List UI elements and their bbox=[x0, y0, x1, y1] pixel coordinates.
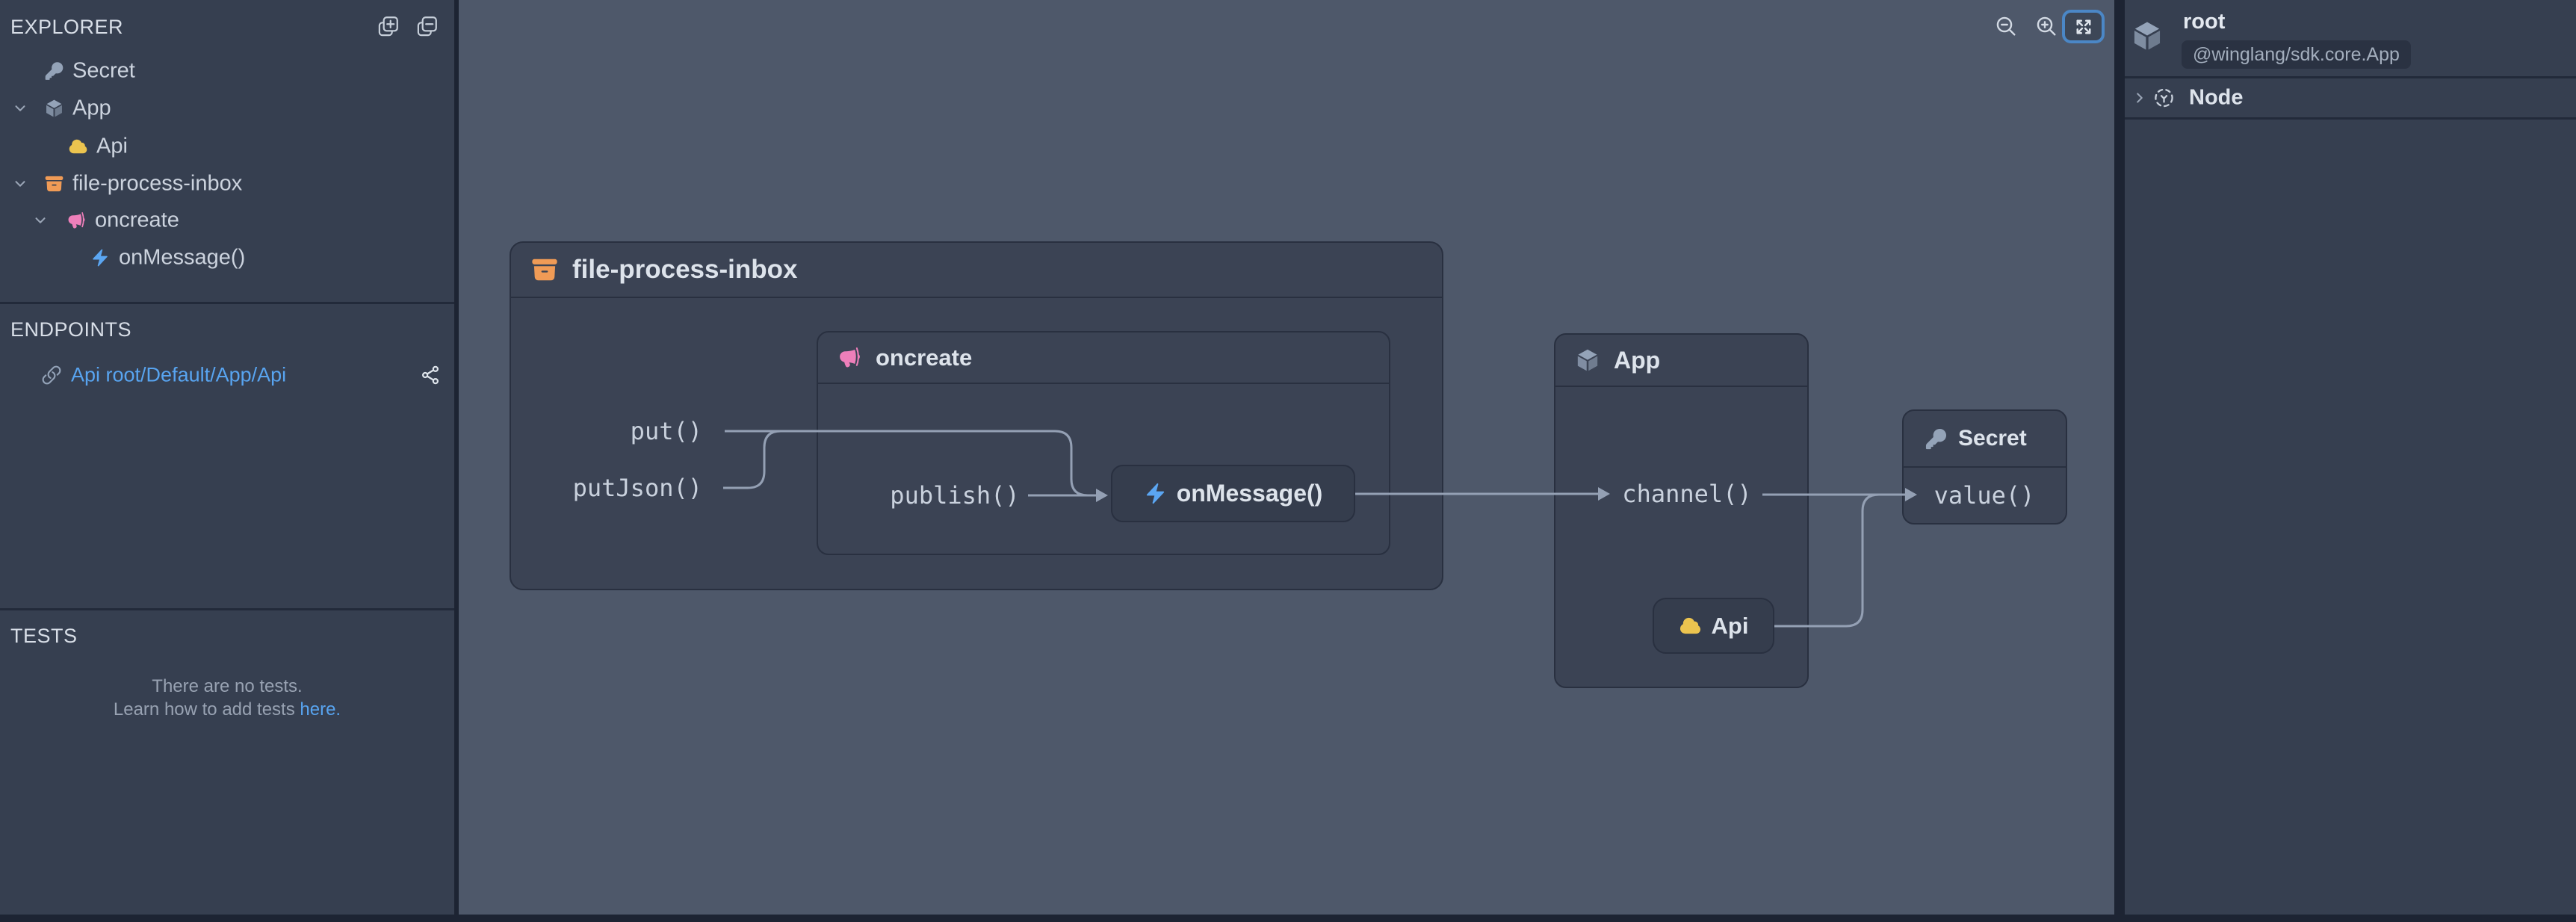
zoom-in-icon bbox=[2034, 14, 2058, 38]
bottom-edge-bar bbox=[0, 915, 2576, 922]
tests-learn-line: Learn how to add tests here. bbox=[113, 699, 341, 720]
fit-screen-button[interactable] bbox=[2062, 10, 2105, 43]
zoom-in-button[interactable] bbox=[2034, 14, 2058, 38]
method-channel: channel() bbox=[1622, 480, 1752, 508]
endpoint-link[interactable]: Api root/Default/App/Api bbox=[71, 363, 287, 386]
bucket-icon bbox=[530, 256, 559, 284]
bolt-icon bbox=[1144, 482, 1167, 505]
chevron-down-icon[interactable] bbox=[12, 100, 28, 117]
diagram-node-api[interactable]: Api bbox=[1653, 598, 1774, 654]
tests-title: TESTS bbox=[10, 625, 78, 647]
node-title: App bbox=[1614, 346, 1661, 374]
node-title: oncreate bbox=[876, 344, 973, 371]
tree-item-label: Api bbox=[96, 134, 128, 158]
node-graph-icon bbox=[2152, 87, 2176, 110]
section-divider bbox=[2125, 117, 2576, 120]
method-put: put() bbox=[630, 417, 702, 445]
tree-item-secret[interactable]: Secret bbox=[0, 52, 454, 90]
tests-empty-text: There are no tests. bbox=[152, 676, 303, 696]
tree-item-label: App bbox=[72, 96, 111, 120]
collapse-all-button[interactable] bbox=[415, 15, 439, 39]
section-divider bbox=[0, 302, 454, 304]
endpoints-title: ENDPOINTS bbox=[10, 318, 132, 341]
tree-item-api[interactable]: Api bbox=[0, 128, 454, 165]
map-canvas[interactable]: file-process-inbox oncreate onMessage() … bbox=[459, 0, 2114, 915]
tree-item-oncreate[interactable]: oncreate bbox=[0, 202, 454, 239]
diagram-node-secret[interactable]: Secret bbox=[1902, 409, 2067, 525]
node-header: App bbox=[1555, 335, 1807, 387]
tree-item-label: file-process-inbox bbox=[72, 171, 243, 196]
cube-icon bbox=[44, 99, 64, 119]
section-divider bbox=[2125, 76, 2576, 78]
tests-empty-state: There are no tests. Learn how to add tes… bbox=[0, 675, 454, 721]
node-title: file-process-inbox bbox=[572, 255, 798, 284]
section-divider bbox=[0, 608, 454, 610]
inspector-root-type-badge: @winglang/sdk.core.App bbox=[2182, 40, 2411, 69]
inspector-panel: root @winglang/sdk.core.App Node bbox=[2114, 0, 2576, 915]
cube-icon bbox=[1575, 347, 1600, 373]
expand-all-button[interactable] bbox=[376, 15, 400, 39]
tree-item-file-process-inbox[interactable]: file-process-inbox bbox=[0, 165, 454, 202]
fit-screen-icon bbox=[2072, 16, 2095, 38]
inspector-root-title: root bbox=[2183, 10, 2226, 34]
link-icon bbox=[41, 365, 62, 386]
topic-megaphone-icon bbox=[66, 211, 87, 231]
node-header: Secret bbox=[1904, 411, 2066, 468]
tests-here-link[interactable]: here. bbox=[300, 699, 341, 720]
tree-item-label: Secret bbox=[72, 58, 135, 83]
collapse-all-icon bbox=[415, 15, 439, 38]
node-title: onMessage() bbox=[1176, 480, 1323, 507]
share-icon[interactable] bbox=[419, 364, 442, 386]
node-header: oncreate bbox=[818, 332, 1389, 384]
chevron-right-icon[interactable] bbox=[2131, 90, 2148, 106]
tree-item-onmessage[interactable]: onMessage() bbox=[0, 239, 454, 276]
method-value: value() bbox=[1933, 481, 2035, 510]
tree-item-app[interactable]: App bbox=[0, 90, 454, 127]
topic-megaphone-icon bbox=[837, 345, 862, 370]
key-icon bbox=[44, 61, 64, 81]
method-publish: publish() bbox=[890, 481, 1020, 510]
node-title: Secret bbox=[1958, 426, 2027, 451]
chevron-down-icon[interactable] bbox=[32, 212, 49, 229]
cloud-icon bbox=[68, 137, 88, 157]
explorer-title: EXPLORER bbox=[10, 16, 124, 38]
inspector-node-row[interactable]: Node bbox=[2125, 78, 2576, 117]
cube-icon bbox=[2131, 19, 2164, 52]
diagram-node-onmessage[interactable]: onMessage() bbox=[1111, 465, 1355, 522]
node-header: file-process-inbox bbox=[511, 243, 1442, 298]
bolt-icon bbox=[90, 248, 110, 267]
cloud-icon bbox=[1679, 614, 1702, 637]
zoom-out-button[interactable] bbox=[1994, 14, 2018, 38]
zoom-out-icon bbox=[1994, 14, 2018, 38]
node-title: Api bbox=[1711, 612, 1749, 639]
explorer-panel: EXPLORER Secret App Api file-process-inb… bbox=[0, 0, 459, 915]
endpoint-row[interactable]: Api root/Default/App/Api bbox=[0, 356, 454, 394]
tree-item-label: onMessage() bbox=[119, 245, 246, 270]
inspector-node-label: Node bbox=[2189, 85, 2244, 110]
method-putjson: putJson() bbox=[572, 474, 702, 502]
chevron-down-icon[interactable] bbox=[12, 176, 28, 192]
expand-all-icon bbox=[377, 15, 400, 38]
diagram-node-oncreate[interactable]: oncreate bbox=[817, 331, 1390, 555]
bucket-icon bbox=[44, 174, 64, 194]
key-icon bbox=[1925, 427, 1948, 451]
tree-item-label: oncreate bbox=[95, 208, 179, 232]
